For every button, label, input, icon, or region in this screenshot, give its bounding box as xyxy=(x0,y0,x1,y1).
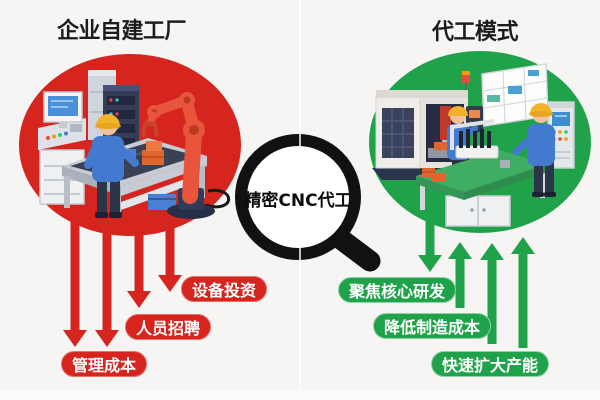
magnifier-label: 精密CNC代工 xyxy=(244,191,352,211)
benefit-arrows xyxy=(418,200,535,348)
robot-arm-icon xyxy=(141,92,231,219)
down-arrow-icon xyxy=(158,195,182,292)
workbench-icon xyxy=(416,119,548,227)
down-arrow-icon xyxy=(127,200,151,308)
label-equipment-investment: 设备投资 xyxy=(181,276,268,302)
label-management-cost: 管理成本 xyxy=(61,351,148,377)
down-arrow-icon xyxy=(95,200,119,347)
bottom-strip xyxy=(0,390,600,400)
self-built-factory-scene xyxy=(19,54,241,236)
down-arrow-icon xyxy=(63,190,87,347)
label-personnel-recruiting: 人员招聘 xyxy=(125,314,212,340)
background-seam-divider xyxy=(299,0,301,390)
label-lower-mfg-cost: 降低制造成本 xyxy=(373,313,492,339)
up-arrow-icon xyxy=(448,242,472,308)
right-section-title: 代工模式 xyxy=(432,20,519,45)
magnifier-icon xyxy=(235,134,381,272)
up-arrow-icon xyxy=(511,237,535,348)
cost-arrows-down xyxy=(63,190,182,347)
down-arrow-icon xyxy=(418,200,442,272)
up-arrow-icon xyxy=(480,243,504,344)
label-focus-core-rd: 聚焦核心研发 xyxy=(338,277,457,303)
control-station-icon xyxy=(38,91,86,205)
left-section-title: 企业自建工厂 xyxy=(57,19,187,44)
worker-figure xyxy=(84,114,139,218)
worker-figure xyxy=(512,103,556,197)
label-expand-capacity-fast: 快速扩大产能 xyxy=(431,351,550,377)
oem-workshop-scene xyxy=(369,51,591,233)
